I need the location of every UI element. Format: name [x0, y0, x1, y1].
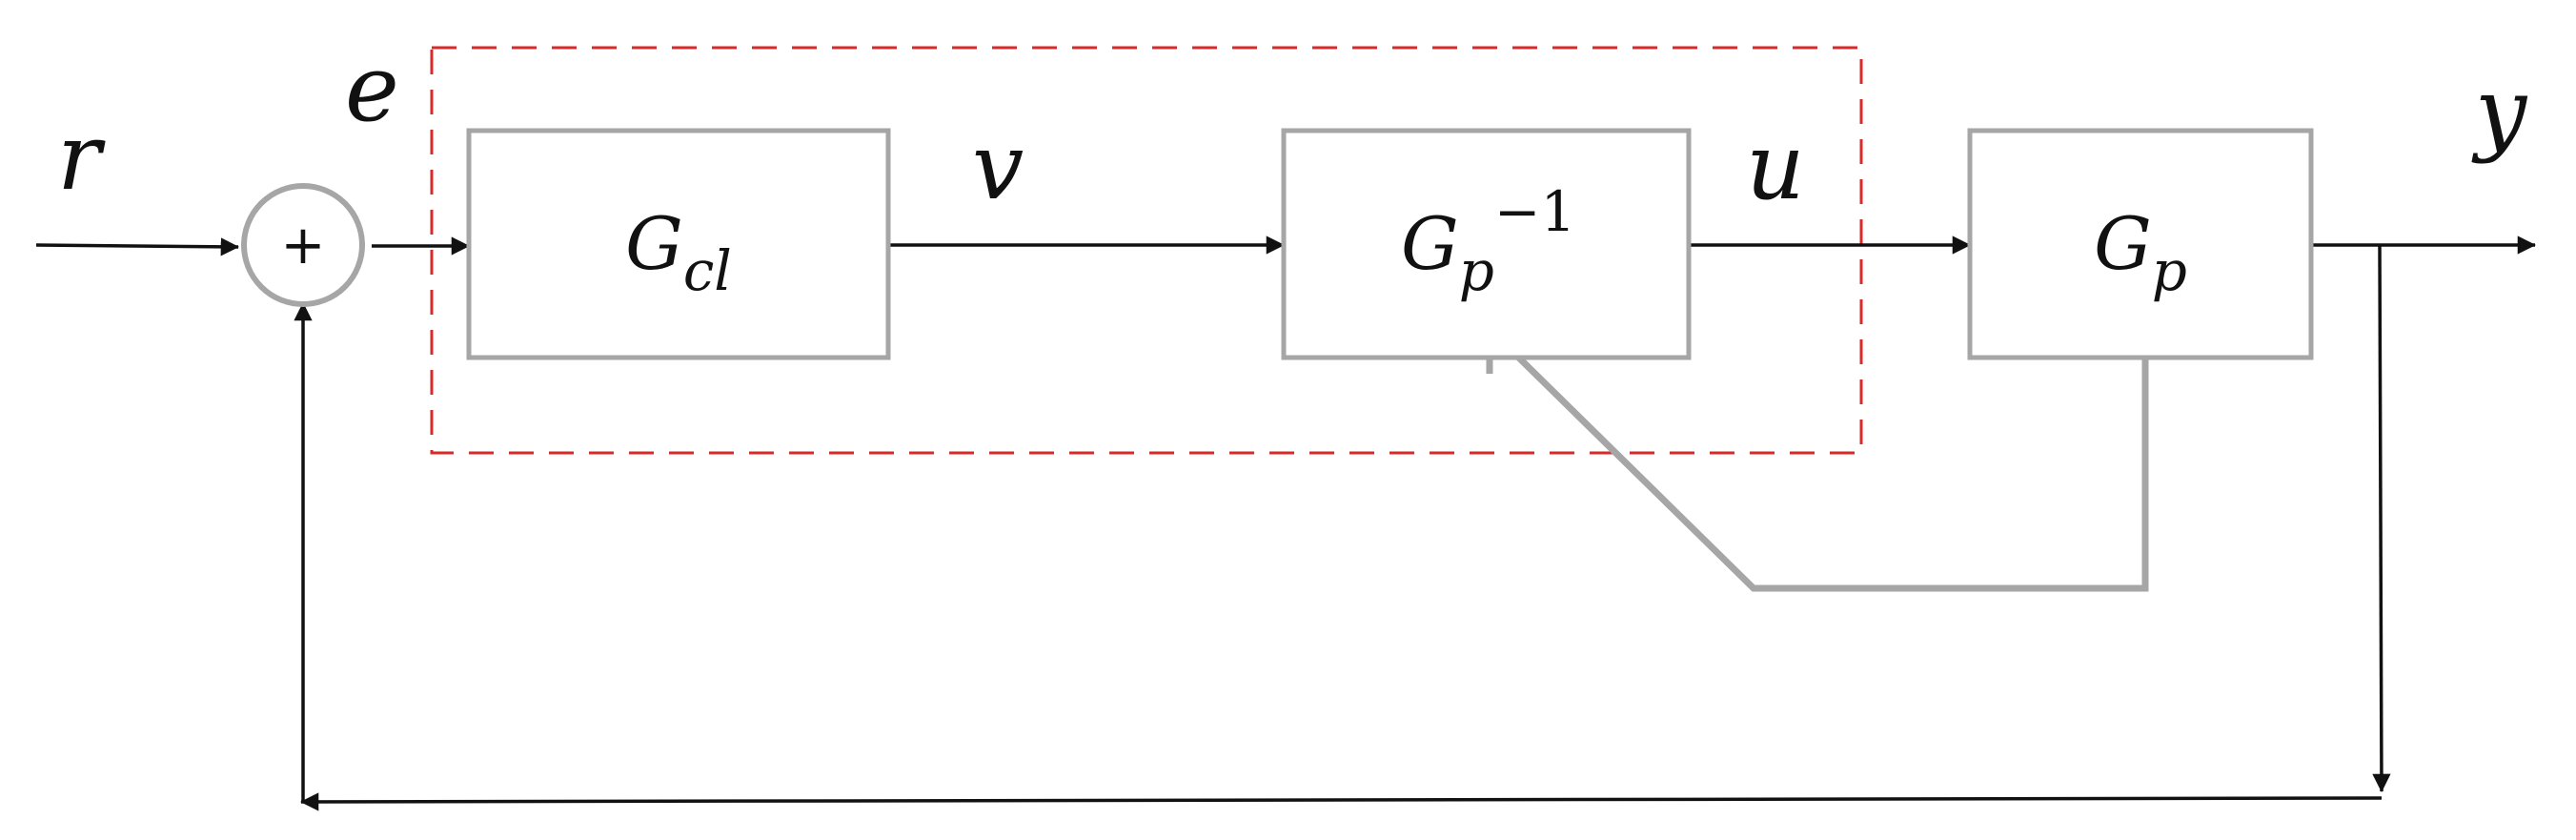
feedback-return-wire — [300, 792, 2383, 811]
block-g-p: Gp — [1967, 128, 2314, 360]
summing-junction-sign: + — [281, 215, 326, 277]
controller-dashed-boundary — [430, 46, 1863, 455]
block-g-p-inverse-frame — [1281, 128, 1692, 360]
signal-label-e: e — [345, 35, 399, 142]
block-g-cl-base: G — [625, 201, 683, 286]
block-g-p-inverse: Gp−1 — [1281, 128, 1692, 360]
block-g-p-base: G — [2094, 201, 2152, 286]
block-g-p-label: Gp — [2094, 201, 2187, 303]
block-g-cl-label: Gcl — [625, 201, 732, 303]
block-g-cl-sub: cl — [683, 238, 732, 303]
block-g-cl-frame — [466, 128, 891, 360]
signal-label-r: r — [57, 104, 106, 211]
input-r-wire — [35, 237, 239, 256]
block-g-p-inverse-label: Gp−1 — [1401, 179, 1575, 303]
signal-label-v: v — [972, 113, 1024, 220]
feedback-down-wire — [2372, 244, 2391, 792]
block-g-p-inverse-sup: −1 — [1494, 179, 1576, 244]
block-g-p-inverse-sub: p — [1459, 238, 1494, 303]
signal-label-u: u — [1746, 113, 1805, 220]
summing-junction — [241, 183, 365, 307]
block-g-cl: Gcl — [466, 128, 891, 360]
signal-label-y: y — [2471, 58, 2528, 165]
block-g-p-inverse-base: G — [1401, 201, 1459, 286]
block-g-p-sub: p — [2152, 238, 2187, 303]
plant-parameter-path — [1487, 326, 2149, 592]
block-g-p-frame — [1967, 128, 2314, 360]
